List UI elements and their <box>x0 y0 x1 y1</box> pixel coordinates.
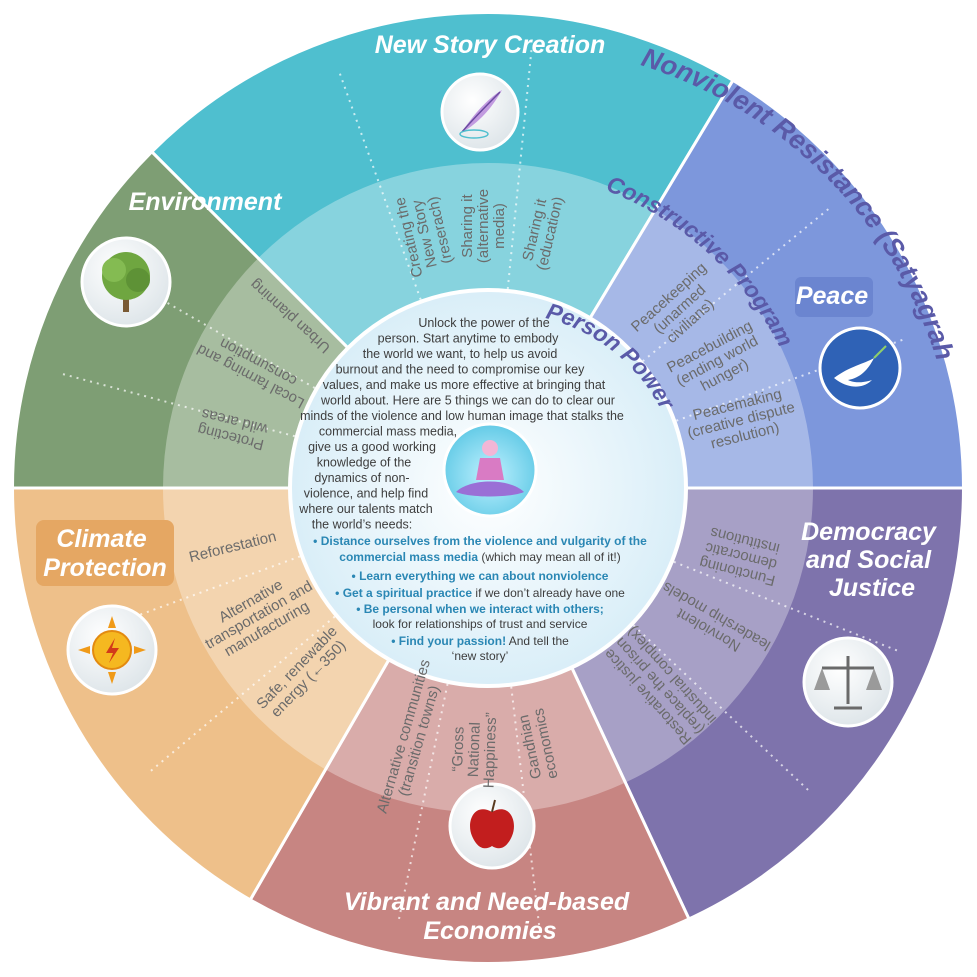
peace-title: Peace <box>796 282 868 310</box>
environment-title: Environment <box>129 188 283 216</box>
item-new-story-2: Sharing it(alternativemedia) <box>459 189 508 263</box>
economies-title: Vibrant and Need-based Economies <box>344 888 636 945</box>
spoke-democracy-1 <box>673 560 898 652</box>
democracy-title: Democracy and Social Justice <box>801 518 943 602</box>
scales-of-justice-icon <box>802 636 894 728</box>
wheel-border <box>10 10 966 966</box>
tree-icon <box>80 236 172 328</box>
sun-icon <box>66 604 158 696</box>
feather-quill-icon <box>440 72 520 152</box>
spoke-democracy-2 <box>632 624 809 791</box>
spoke-economies-2 <box>398 683 449 920</box>
spoke-environment-2 <box>106 267 316 389</box>
spoke-new-story-1 <box>338 73 422 301</box>
center-bullets: • Distance ourselves from the violence a… <box>313 534 647 663</box>
item-economies-2: “GrossNationalHappiness” <box>449 711 501 789</box>
spoke-climate-1 <box>150 615 336 772</box>
dove-icon <box>818 326 902 410</box>
spoke-nonviolent-1 <box>642 208 829 363</box>
apple-icon <box>448 782 536 870</box>
spoke-new-story-2 <box>506 50 533 290</box>
peace-title-box <box>795 277 873 317</box>
climate-title: Climate Protection <box>43 525 167 582</box>
spoke-nonviolent-2 <box>675 338 903 422</box>
spoke-environment-1 <box>62 373 296 438</box>
spoke-climate-2 <box>74 555 301 640</box>
new-story-title: New Story Creation <box>375 31 606 59</box>
climate-title-box <box>36 520 174 586</box>
meditation-icon <box>442 422 538 518</box>
